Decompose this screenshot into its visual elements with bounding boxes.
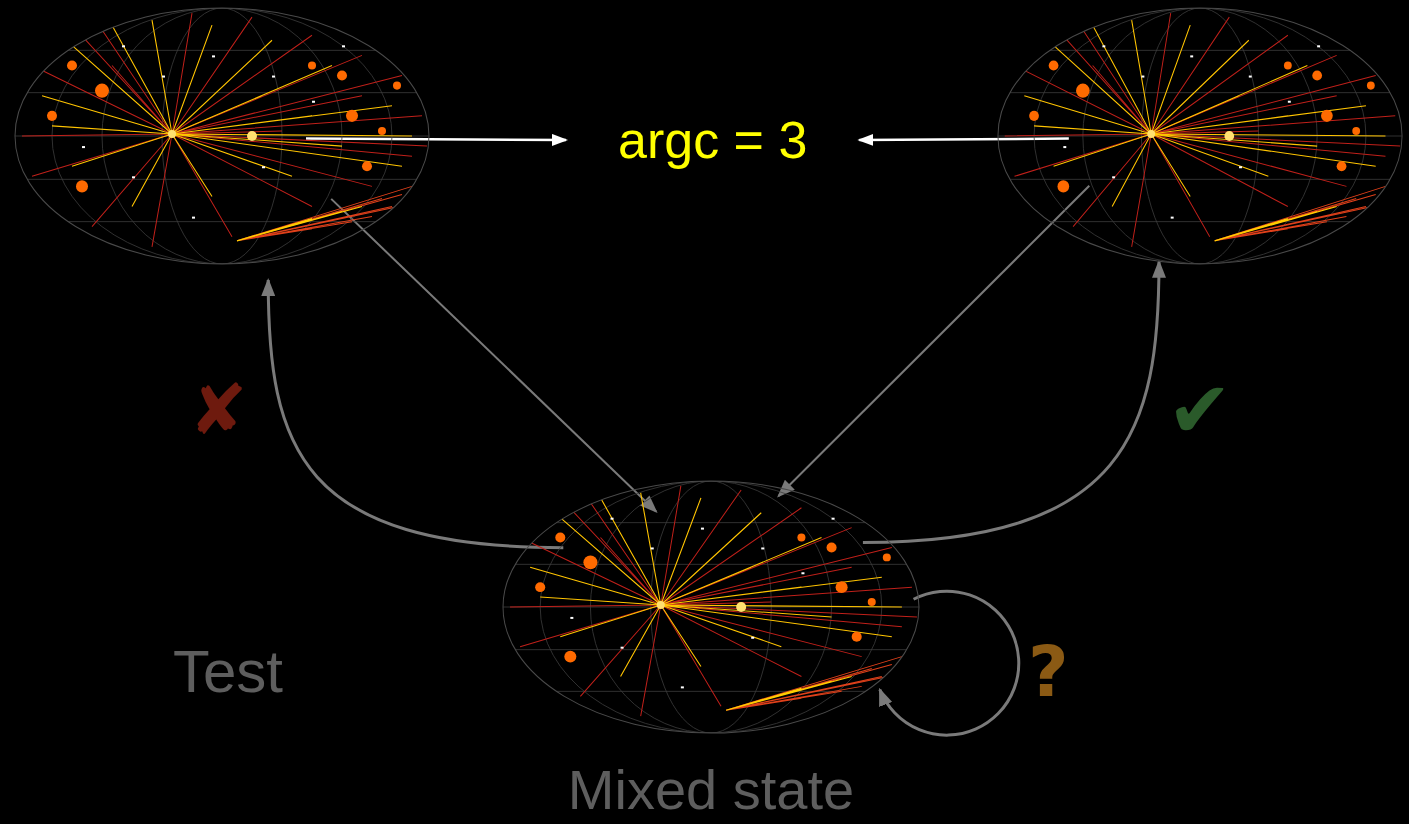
flow-arrow bbox=[859, 139, 1068, 140]
flow-arrow bbox=[880, 591, 1019, 735]
flow-arrow bbox=[268, 280, 563, 548]
value-text: argc = 3 bbox=[608, 108, 817, 172]
state-sphere: Mixed state bbox=[500, 478, 922, 736]
flow-arrow bbox=[306, 139, 566, 140]
state-name: Mixed state bbox=[500, 762, 922, 818]
sphere-illustration bbox=[995, 5, 1405, 267]
flow-arrow bbox=[331, 199, 656, 512]
edge-mark: ✔ bbox=[1167, 371, 1232, 449]
side-label: Test bbox=[173, 642, 283, 702]
state-sphere bbox=[12, 5, 432, 267]
edge-mark: ? bbox=[1028, 637, 1069, 707]
sphere-illustration bbox=[12, 5, 432, 267]
state-sphere bbox=[995, 5, 1405, 267]
edge-mark: ✘ bbox=[189, 375, 248, 445]
flow-arrow bbox=[863, 262, 1159, 543]
sphere-illustration bbox=[500, 478, 922, 736]
flow-arrow bbox=[779, 186, 1090, 496]
value-label: argc = 3 bbox=[608, 108, 817, 172]
